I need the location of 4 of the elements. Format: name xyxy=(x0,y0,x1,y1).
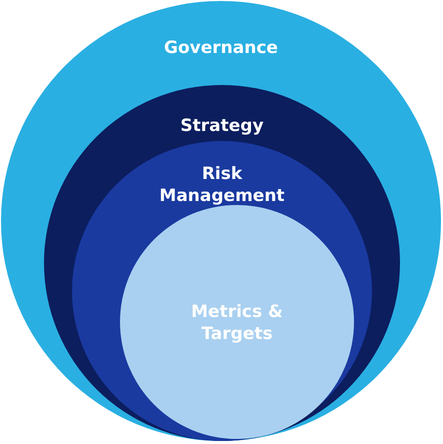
circle-label: Metrics & Targets xyxy=(190,301,284,345)
circle-label: Strategy xyxy=(179,115,265,137)
circle-label: Risk Management xyxy=(158,163,286,207)
circle-label: Governance xyxy=(163,37,279,59)
